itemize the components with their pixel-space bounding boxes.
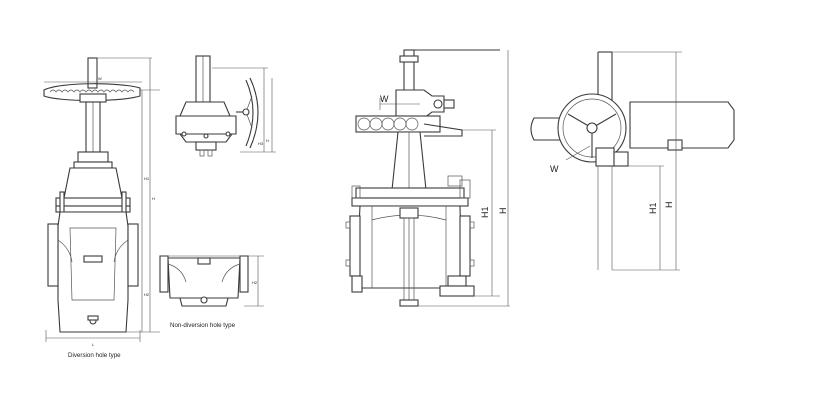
dimension-lines-panel-1: W H1 H L H2 [44, 57, 160, 347]
actuator-dim-label-h: H [498, 208, 508, 215]
non-diversion-body-view: H2 Non-diversion hole type [159, 255, 264, 329]
handwheel-gate-valve-view: W H1 H L H2 Diversion hole type [43, 57, 160, 359]
dim-label-non-div-h2: H2 [252, 280, 258, 285]
dim-label-h: H [152, 196, 155, 201]
actuator-dim-label-h1: H1 [480, 206, 490, 218]
dim-label-h3: H3 [258, 141, 264, 146]
dimension-lines-panel-3: W H1 H [379, 50, 510, 307]
dim-label-l: L [92, 342, 95, 347]
top-dim-label-h: H [664, 202, 674, 209]
top-handwheel [557, 93, 627, 163]
electric-actuator-gate-valve-side-view: W H1 H [345, 49, 510, 307]
gearbox-operator-view: H3 H [175, 55, 276, 157]
side-handwheel [236, 77, 259, 149]
dim-label-h1: H1 [144, 176, 150, 181]
electric-actuator-top-view: W H1 H [530, 51, 735, 271]
dim-label-h2: H2 [144, 292, 150, 297]
dim-label-gear-h: H [266, 138, 269, 143]
actuator-handwheel-row [355, 115, 441, 133]
top-dim-label-h1: H1 [648, 202, 658, 214]
caption-non-diversion-hole-type: Non-diversion hole type [170, 322, 236, 329]
dim-label-w: W [98, 76, 102, 81]
top-dim-label-w: W [550, 164, 559, 174]
actuator-dim-label-w: W [380, 94, 389, 104]
caption-diversion-hole-type: Diversion hole type [68, 352, 121, 359]
